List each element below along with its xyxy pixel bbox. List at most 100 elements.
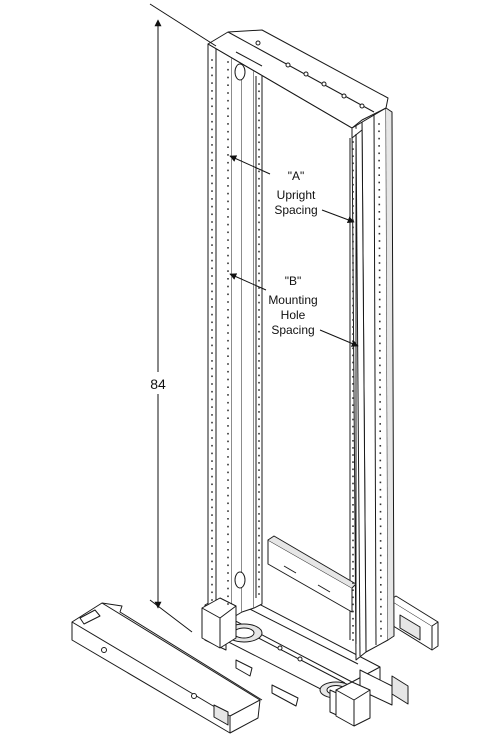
mounting-hole [227,247,229,249]
mounting-hole [378,137,380,140]
mounting-hole [352,333,354,335]
mounting-hole [227,208,229,210]
mounting-hole [258,549,260,552]
mounting-hole [227,525,229,528]
mounting-hole [227,84,229,86]
mounting-hole [258,374,260,377]
mounting-hole [352,411,354,414]
mounting-hole [211,390,213,393]
mounting-hole [352,205,354,207]
mounting-hole [258,447,260,450]
mounting-hole [352,283,354,286]
callout-a-letter: "A" [288,169,305,183]
mounting-hole [352,347,354,350]
callout-b-letter: "B" [285,274,302,288]
mounting-hole [211,321,213,324]
mounting-hole [227,270,229,272]
mounting-hole [352,176,354,179]
mounting-hole [380,605,382,608]
mounting-hole [352,319,354,321]
mounting-hole [227,92,229,94]
mounting-hole [352,582,354,584]
mounting-hole [258,141,260,144]
mounting-hole [379,320,381,323]
mounting-hole [211,74,213,77]
mounting-hole [352,340,354,342]
mounting-hole [352,233,354,236]
mounting-hole [379,510,382,513]
mounting-hole [379,459,382,462]
mounting-hole [379,342,381,345]
mounting-hole [258,483,260,486]
mounting-hole [227,262,229,265]
mounting-hole [352,311,354,314]
mounting-hole [258,476,260,479]
mounting-hole [227,432,229,435]
mounting-hole [258,338,260,340]
mounting-hole [211,167,213,169]
mounting-hole [211,228,213,231]
mounting-hole [378,145,380,147]
mounting-hole [227,502,229,505]
mounting-hole [380,591,382,593]
mounting-hole [258,462,260,464]
mounting-hole [258,411,260,413]
mounting-hole [258,294,260,297]
mounting-hole [258,185,260,187]
mounting-hole [379,540,382,542]
callout-b-arrows [229,273,359,347]
mounting-hole [227,556,229,559]
mounting-hole [380,576,382,579]
mounting-hole [378,262,381,264]
mounting-hole [211,306,213,308]
mounting-hole [378,284,381,286]
mounting-hole [258,243,260,246]
mounting-hole [378,269,381,272]
mounting-hole [227,177,229,179]
mounting-hole [380,620,382,623]
mounting-hole [227,254,229,257]
mounting-hole [379,401,381,403]
mounting-hole [211,560,213,563]
mounting-hole [211,59,213,61]
mounting-hole [352,504,354,506]
mounting-hole [211,128,213,131]
mounting-hole [352,198,354,200]
mounting-hole [379,423,381,425]
mounting-hole [352,560,354,563]
mounting-hole [258,498,260,501]
callout-a-line2: Upright [277,188,316,202]
mounting-hole [378,254,381,257]
mounting-hole [352,596,354,599]
mounting-hole [258,90,260,93]
mounting-hole [211,429,213,432]
mounting-hole [227,293,229,296]
mounting-hole [211,290,213,293]
mounting-hole [227,130,229,133]
mounting-hole [352,162,354,165]
mounting-hole [352,376,354,378]
mounting-hole [378,196,381,198]
mounting-hole [258,367,260,369]
mounting-hole [258,396,260,399]
mounting-hole [352,568,354,570]
mounting-hole [379,496,382,498]
mounting-hole [227,394,229,396]
mounting-hole [211,151,213,154]
mounting-hole [211,244,213,246]
mounting-hole [227,587,229,590]
mounting-hole [258,112,260,114]
mounting-hole [258,214,260,216]
mounting-hole [352,226,354,229]
mounting-hole [227,216,229,218]
mounting-hole [227,386,229,388]
mounting-hole [258,83,260,85]
mounting-hole [227,533,229,536]
mounting-hole [352,482,354,485]
mounting-hole [211,329,213,331]
mounting-hole [227,192,229,195]
mounting-hole [352,269,354,271]
mounting-hole [258,272,260,275]
mounting-hole [227,456,229,458]
